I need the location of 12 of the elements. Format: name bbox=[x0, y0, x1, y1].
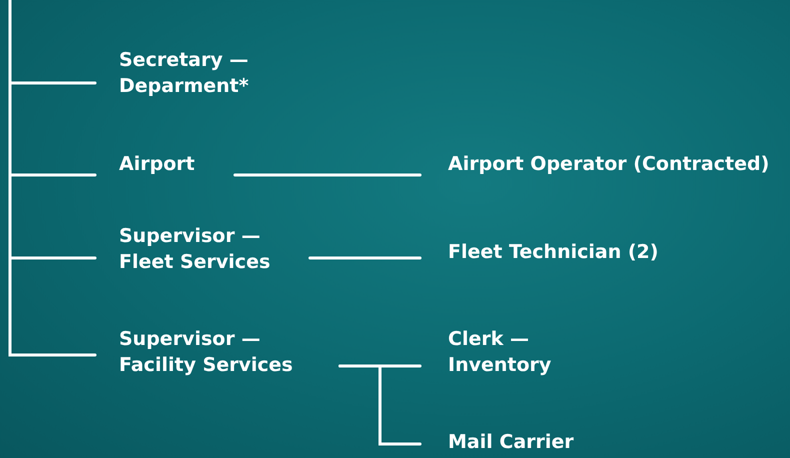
role-label: Airport bbox=[119, 152, 195, 177]
role-label: Secretary — Deparment* bbox=[119, 48, 250, 99]
role-label: Airport Operator (Contracted) bbox=[448, 152, 770, 177]
role-label: Supervisor — Fleet Services bbox=[119, 224, 272, 275]
role-label: Supervisor — Facility Services bbox=[119, 327, 294, 378]
connector-line bbox=[338, 364, 422, 446]
role-label: Mail Carrier bbox=[448, 430, 574, 455]
role-label: Clerk — Inventory bbox=[448, 327, 552, 378]
connector-line bbox=[308, 256, 422, 260]
role-label: Fleet Technician (2) bbox=[448, 240, 658, 265]
connector-line bbox=[8, 0, 96, 356]
connector-line bbox=[234, 174, 422, 176]
